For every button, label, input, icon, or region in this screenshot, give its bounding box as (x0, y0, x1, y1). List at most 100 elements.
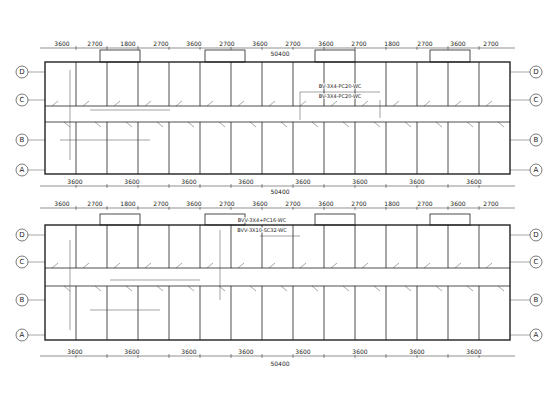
wall-line (510, 140, 530, 141)
dimension-text: 3600 (185, 41, 202, 47)
wall-line (231, 122, 232, 174)
wall-line (479, 206, 480, 210)
dimension-text: 3600 (449, 41, 466, 47)
dimension-text: 50400 (269, 51, 290, 57)
axis-bubble (530, 294, 542, 306)
wall-line (107, 225, 108, 268)
wall-line (479, 46, 480, 50)
wall-line (386, 122, 387, 174)
wall-line (262, 286, 263, 340)
wall-line (405, 286, 411, 291)
axis-bubble (16, 66, 28, 78)
dimension-text: 3600 (408, 349, 425, 355)
dimension-text: 1800 (119, 41, 136, 47)
axis-bubble (16, 256, 28, 268)
wall-line (479, 62, 480, 106)
upper-plan (40, 46, 515, 188)
dimension-text: 2700 (482, 201, 499, 207)
wall-line (157, 286, 163, 291)
wall-line (293, 354, 294, 358)
wall-line (355, 225, 356, 268)
wall-line (169, 122, 170, 174)
axis-label: D (18, 232, 25, 239)
dimension-text: 2700 (482, 41, 499, 47)
wall-line (200, 354, 201, 358)
wall-line (498, 122, 504, 127)
axis-label: C (19, 259, 26, 266)
wall-line (293, 286, 294, 340)
wall-line (300, 263, 306, 268)
dimension-text: 3600 (53, 41, 70, 47)
dimension-text: 2700 (350, 41, 367, 47)
wall-line (293, 184, 294, 188)
wall-line (269, 101, 275, 106)
wall-line (76, 206, 77, 210)
wall-line (107, 354, 108, 358)
wall-line (343, 122, 349, 127)
wall-line (138, 286, 139, 340)
wall-line (455, 263, 461, 268)
wiring (60, 70, 380, 330)
dimension-text: 2700 (152, 201, 169, 207)
wall-line (300, 101, 306, 106)
wall-line (83, 101, 89, 106)
axis-bubble (16, 294, 28, 306)
dimension-text: 3600 (317, 41, 334, 47)
dimension-text: 2700 (416, 41, 433, 47)
wall-line (126, 286, 132, 291)
dimension-text: 3600 (123, 349, 140, 355)
dimension-text: 3600 (123, 179, 140, 185)
wall-line (448, 225, 449, 268)
wall-line (138, 225, 139, 268)
dimension-text: 2700 (284, 41, 301, 47)
dimension-text: 3600 (294, 179, 311, 185)
wall-line (76, 62, 77, 106)
dimension-text: 2700 (218, 201, 235, 207)
axis-label: C (19, 97, 26, 104)
wall-line (28, 170, 45, 171)
dimension-text: 3600 (53, 201, 70, 207)
wall-line (455, 101, 461, 106)
wall-line (362, 263, 368, 268)
wall-line (207, 263, 213, 268)
wall-line (95, 122, 101, 127)
wall-line (83, 263, 89, 268)
dimension-text: 3600 (180, 349, 197, 355)
dimension-text: 3600 (185, 201, 202, 207)
wall-line (169, 225, 170, 268)
wall-line (28, 300, 45, 301)
dimension-text: 50400 (269, 361, 290, 367)
axis-label: B (19, 297, 26, 304)
wall-line (448, 46, 449, 50)
dimension-text: 3600 (237, 349, 254, 355)
axis-label: D (532, 232, 539, 239)
axis-label: A (19, 332, 26, 339)
wall-line (424, 101, 430, 106)
axis-label: C (533, 259, 540, 266)
axis-bubble (16, 164, 28, 176)
wall-line (448, 354, 449, 358)
wall-line (76, 46, 77, 50)
wall-line (362, 101, 368, 106)
wall-line (355, 122, 356, 174)
axis-label: A (533, 332, 540, 339)
wall-line (188, 286, 194, 291)
dimension-text: 2700 (152, 41, 169, 47)
dimension-text: 3600 (408, 179, 425, 185)
wall-line (486, 101, 492, 106)
wall-line (448, 122, 449, 174)
dimension-text: 1800 (383, 201, 400, 207)
wall-line (479, 122, 480, 174)
wall-line (207, 101, 213, 106)
dimension-text: 3600 (237, 179, 254, 185)
wall-line (176, 263, 182, 268)
wall-line (467, 286, 473, 291)
wall-line (417, 286, 418, 340)
dimension-text: 3600 (294, 349, 311, 355)
dimension-text: 3600 (465, 179, 482, 185)
wiring-note: BV-3X4-PC20-WC (318, 84, 363, 89)
axis-bubble (530, 256, 542, 268)
wall-line (393, 101, 399, 106)
wall-line (28, 140, 45, 141)
axis-bubble (16, 94, 28, 106)
